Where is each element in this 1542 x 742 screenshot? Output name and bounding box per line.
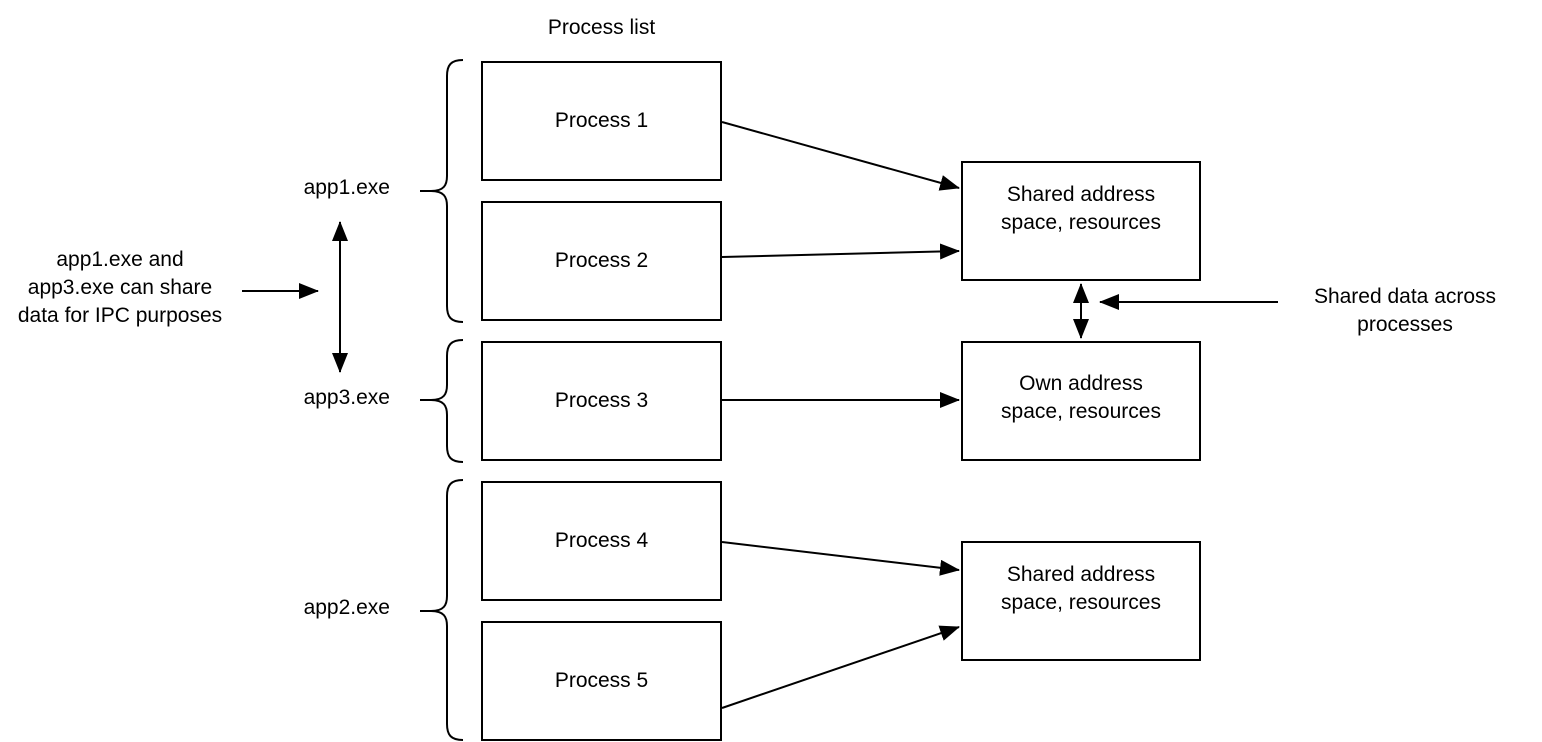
shared-data-note: Shared data across processes — [1313, 285, 1497, 336]
arrow-process5-to-shared-bottom — [721, 625, 960, 709]
brace-app3 — [420, 339, 464, 463]
app2-group-label: app2.exe — [303, 596, 390, 619]
shared-address-box-bottom: Shared address space, resources — [961, 541, 1201, 661]
brace-app1 — [420, 59, 464, 323]
arrow-process2-to-shared-top — [721, 243, 960, 260]
app3-group-label: app3.exe — [303, 386, 390, 409]
ipc-note: app1.exe and app3.exe can share data for… — [17, 248, 223, 327]
process-box-5: Process 5 — [481, 621, 722, 741]
app1-group-label: app1.exe — [303, 176, 390, 199]
shared-address-box-top: Shared address space, resources — [961, 161, 1201, 281]
own-address-box: Own address space, resources — [961, 341, 1201, 461]
process-box-1: Process 1 — [481, 61, 722, 181]
process-box-3: Process 3 — [481, 341, 722, 461]
brace-app2 — [420, 479, 464, 741]
arrow-process1-to-shared-top — [721, 121, 960, 191]
arrow-process4-to-shared-bottom — [721, 541, 960, 576]
process-box-4: Process 4 — [481, 481, 722, 601]
process-box-2: Process 2 — [481, 201, 722, 321]
diagram-title: Process list — [547, 16, 656, 39]
